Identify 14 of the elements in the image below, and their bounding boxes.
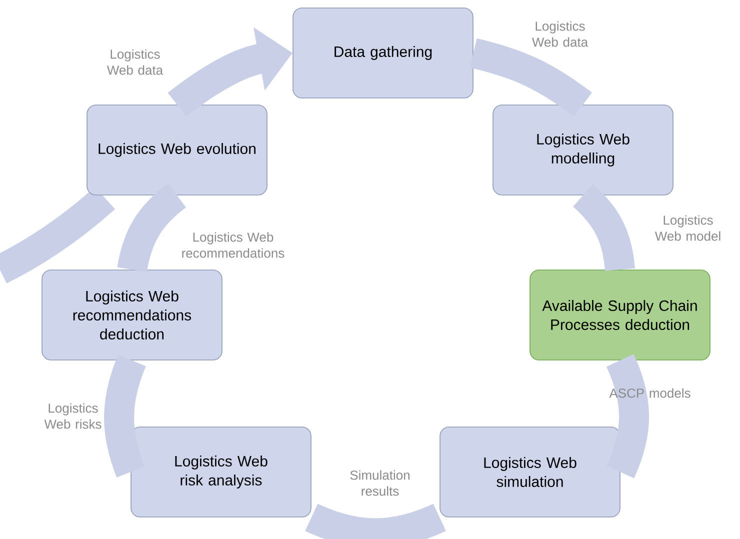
process-box: Available Supply Chain Processes deduction: [530, 270, 710, 360]
process-box: Logistics Web modelling: [492, 104, 674, 196]
edge-label: Logistics Web risks: [44, 403, 102, 429]
process-box: Logistics Web recommendations deduction: [42, 270, 222, 360]
edge-label: ASCP models: [609, 388, 690, 398]
edge-label: Simulation results: [350, 470, 410, 496]
process-box: Logistics Web simulation: [440, 426, 620, 518]
edge-label: Logistics Web model: [654, 215, 720, 241]
process-box: Logistics Web risk analysis: [130, 426, 312, 518]
edge-label: Logistics Web data: [107, 49, 164, 75]
edge-label: Logistics Web recommendations: [182, 232, 284, 258]
edge-label: Logistics Web data: [532, 21, 588, 47]
process-box: Data gathering: [292, 8, 474, 98]
process-box: Logistics Web evolution: [86, 104, 268, 196]
